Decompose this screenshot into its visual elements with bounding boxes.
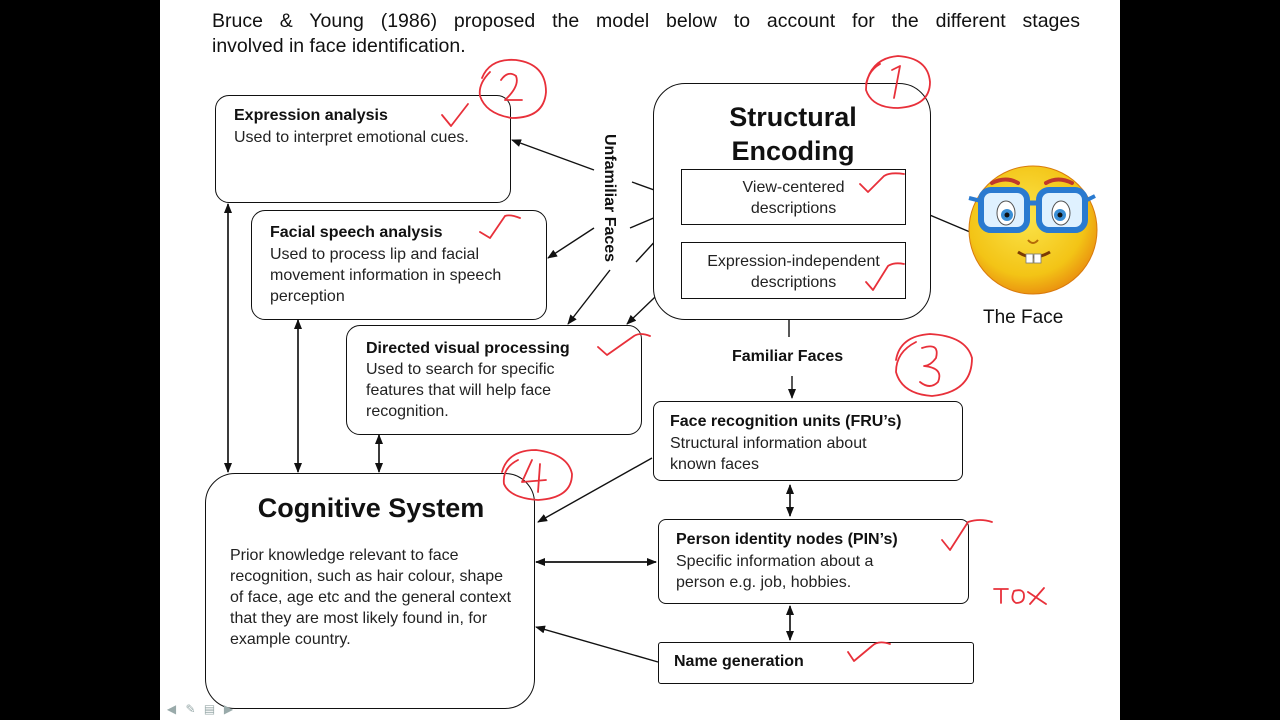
cognitive-system-box: Cognitive System Prior knowledge relevan… (205, 473, 535, 709)
expression-analysis-title: Expression analysis (234, 107, 388, 124)
view-centered-descriptions-box: View-centered descriptions (681, 169, 906, 225)
fru-title: Face recognition units (FRU’s) (670, 413, 902, 430)
name-generation-title: Name generation (674, 653, 804, 670)
person-identity-nodes-box: Person identity nodes (PIN’s) Specific i… (658, 519, 969, 604)
cognitive-system-title: Cognitive System (257, 493, 485, 523)
slide: Bruce & Young (1986) proposed the model … (160, 0, 1120, 720)
pin-title: Person identity nodes (PIN’s) (676, 531, 898, 548)
directed-visual-processing-box: Directed visual processing Used to searc… (346, 325, 642, 435)
next-arrow-icon[interactable]: ▶ (223, 702, 234, 716)
face-recognition-units-box: Face recognition units (FRU’s) Structura… (653, 401, 963, 481)
familiar-faces-label: Familiar Faces (732, 348, 844, 365)
intro-line-1: Bruce & Young (1986) proposed the model … (212, 10, 1080, 32)
pin-body: Specific information about a person e.g.… (676, 553, 874, 591)
expression-independent-descriptions-box: Expression-independent descriptions (681, 242, 906, 299)
directed-visual-processing-title: Directed visual processing (366, 340, 570, 357)
menu-icon[interactable]: ▤ (203, 702, 216, 716)
unfamiliar-faces-label-wrap: Unfamiliar Faces (596, 134, 620, 284)
expression-analysis-body: Used to interpret emotional cues. (234, 129, 469, 146)
view-centered-descriptions-label: View-centered descriptions (742, 179, 845, 217)
cognitive-system-body: Prior knowledge relevant to face recogni… (230, 547, 512, 648)
intro-line-2: involved in face identification. (212, 35, 466, 57)
prev-arrow-icon[interactable]: ◀ (166, 702, 177, 716)
name-generation-box: Name generation (658, 642, 974, 684)
directed-visual-processing-body: Used to search for specific features tha… (366, 361, 555, 420)
expression-analysis-box: Expression analysis Used to interpret em… (215, 95, 511, 203)
slide-nav: ◀ ✎ ▤ ▶ (164, 703, 236, 716)
facial-speech-analysis-body: Used to process lip and facial movement … (270, 246, 502, 305)
facial-speech-analysis-box: Facial speech analysis Used to process l… (251, 210, 547, 320)
unfamiliar-faces-label: Unfamiliar Faces (601, 134, 618, 263)
structural-encoding-title-1: Structural (729, 102, 857, 132)
structural-encoding-title-2: Encoding (731, 136, 855, 166)
expression-independent-descriptions-label: Expression-independent descriptions (707, 253, 880, 291)
fru-body: Structural information about known faces (670, 435, 867, 473)
the-face-label: The Face (983, 307, 1064, 328)
pen-icon[interactable]: ✎ (185, 702, 196, 716)
facial-speech-analysis-title: Facial speech analysis (270, 224, 443, 241)
